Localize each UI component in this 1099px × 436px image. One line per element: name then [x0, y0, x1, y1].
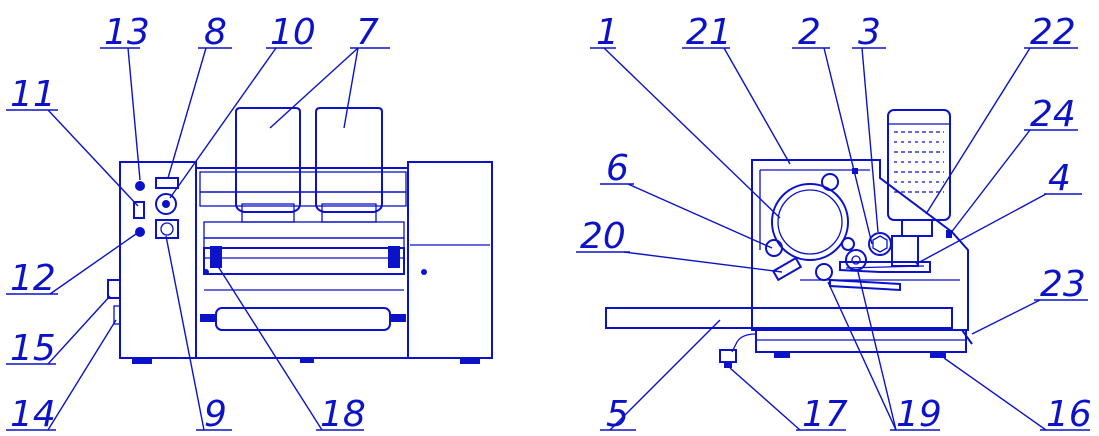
callout-6: 6	[606, 148, 629, 189]
callout-23: 23	[1040, 264, 1086, 305]
callout-7: 7	[356, 12, 379, 53]
right-housing	[407, 161, 493, 359]
callout-17: 17	[802, 394, 848, 435]
bottom-roller	[215, 307, 391, 331]
callout-10: 10	[270, 12, 316, 53]
callout-24: 24	[1030, 94, 1076, 135]
foot	[132, 358, 152, 364]
cable-14	[113, 305, 121, 325]
plug-17	[719, 349, 737, 363]
callout-2: 2	[798, 12, 821, 53]
callout-21: 21	[686, 12, 732, 53]
callout-5: 5	[606, 394, 629, 435]
callout-11: 11	[10, 74, 56, 115]
connector-15	[107, 279, 121, 299]
callout-20: 20	[580, 216, 626, 257]
callout-19: 19	[896, 394, 942, 435]
indicator-13	[135, 181, 145, 191]
lever-20	[771, 256, 803, 282]
display-8	[155, 177, 179, 189]
drum	[771, 183, 849, 261]
callout-13: 13	[104, 12, 150, 53]
tray	[839, 261, 931, 273]
callout-12: 12	[10, 258, 56, 299]
callout-14: 14	[10, 394, 56, 435]
side-housing	[751, 159, 969, 331]
liquid-bottle	[887, 109, 951, 221]
callout-15: 15	[10, 328, 56, 369]
callout-3: 3	[858, 12, 881, 53]
callout-4: 4	[1048, 158, 1071, 199]
callout-18: 18	[320, 394, 366, 435]
table-board	[605, 307, 953, 329]
knob-10	[155, 193, 177, 215]
callouts: 13 8 10 7 11 12 15 14 9 18 1	[6, 12, 1092, 435]
callout-22: 22	[1030, 12, 1076, 53]
indicator-12	[135, 227, 145, 237]
callout-16: 16	[1046, 394, 1092, 435]
callout-8: 8	[204, 12, 227, 53]
callout-9: 9	[204, 394, 227, 435]
container-left	[235, 107, 301, 213]
base-16	[755, 329, 967, 353]
foot	[460, 358, 480, 364]
callout-1: 1	[596, 12, 619, 53]
switch-11	[133, 201, 145, 219]
container-right	[315, 107, 383, 213]
front-view	[107, 107, 493, 364]
side-view	[605, 109, 973, 368]
